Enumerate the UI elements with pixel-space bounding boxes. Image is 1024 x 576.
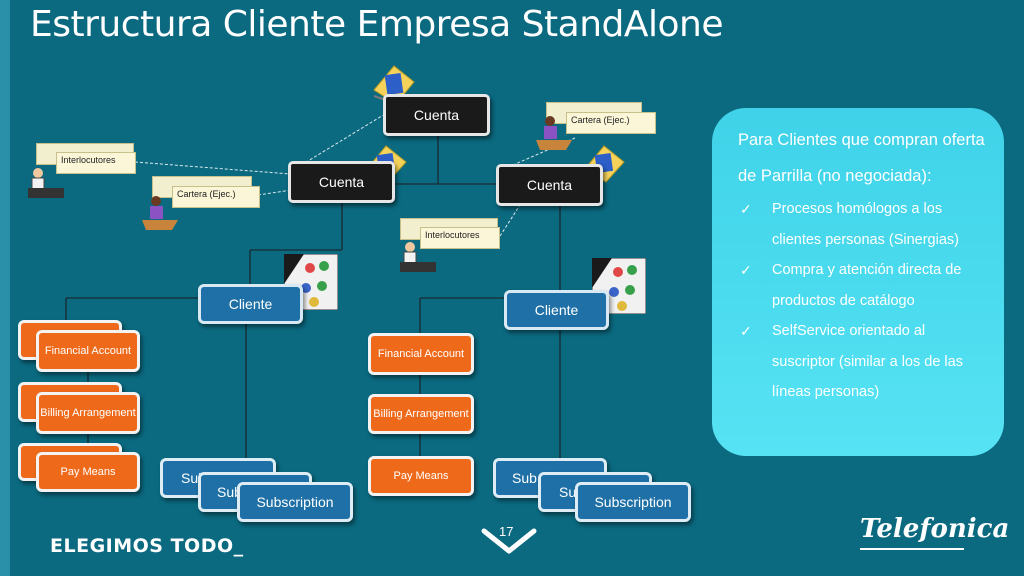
- chevron-down-icon: [481, 528, 537, 554]
- logo-underline: [860, 548, 964, 550]
- panel-bullet-list: ✓Procesos homólogos a los clientes perso…: [738, 194, 990, 408]
- billing-arrangement-node: Billing Arrangement: [36, 392, 140, 434]
- checkmark-icon: ✓: [740, 262, 752, 278]
- left-accent-bar: [0, 0, 10, 576]
- people-group-icon: [284, 254, 338, 310]
- cliente-left-node: Cliente: [198, 284, 303, 324]
- panel-bullet: ✓SelfService orientado al suscriptor (si…: [738, 316, 990, 408]
- interlocutores-card: Interlocutores: [56, 152, 136, 174]
- telefonica-logo: Telefonica: [860, 514, 1010, 544]
- page-number: 17: [499, 524, 514, 539]
- cartera-card: Cartera (Ejec.): [566, 112, 656, 134]
- person-desk-icon: [536, 116, 572, 150]
- subscription-node: Subscription: [237, 482, 353, 522]
- billing-arrangement-node: Billing Arrangement: [368, 394, 474, 434]
- checkmark-icon: ✓: [740, 201, 752, 217]
- panel-bullet: ✓Compra y atención directa de productos …: [738, 255, 990, 316]
- cuenta-top-node: Cuenta: [383, 94, 490, 136]
- page-title: Estructura Cliente Empresa StandAlone: [30, 4, 723, 45]
- pay-means-node: Pay Means: [36, 452, 140, 492]
- person-desk-icon: [28, 168, 64, 198]
- cuenta-right-node: Cuenta: [496, 164, 603, 206]
- cliente-right-node: Cliente: [504, 290, 609, 330]
- interlocutores-card: Interlocutores: [420, 227, 500, 249]
- financial-account-node: Financial Account: [36, 330, 140, 372]
- subscription-node: Subscription: [575, 482, 691, 522]
- people-group-icon: [592, 258, 646, 314]
- pay-means-node: Pay Means: [368, 456, 474, 496]
- person-desk-icon: [142, 196, 178, 230]
- person-desk-icon: [400, 242, 436, 272]
- cartera-card: Cartera (Ejec.): [172, 186, 260, 208]
- panel-bullet: ✓Procesos homólogos a los clientes perso…: [738, 194, 990, 255]
- info-panel: Para Clientes que compran oferta de Parr…: [712, 108, 1004, 456]
- footer-slogan: ELEGIMOS TODO_: [50, 535, 244, 557]
- cuenta-left-node: Cuenta: [288, 161, 395, 203]
- panel-intro: Para Clientes que compran oferta de Parr…: [738, 131, 985, 185]
- checkmark-icon: ✓: [740, 323, 752, 339]
- financial-account-node: Financial Account: [368, 333, 474, 375]
